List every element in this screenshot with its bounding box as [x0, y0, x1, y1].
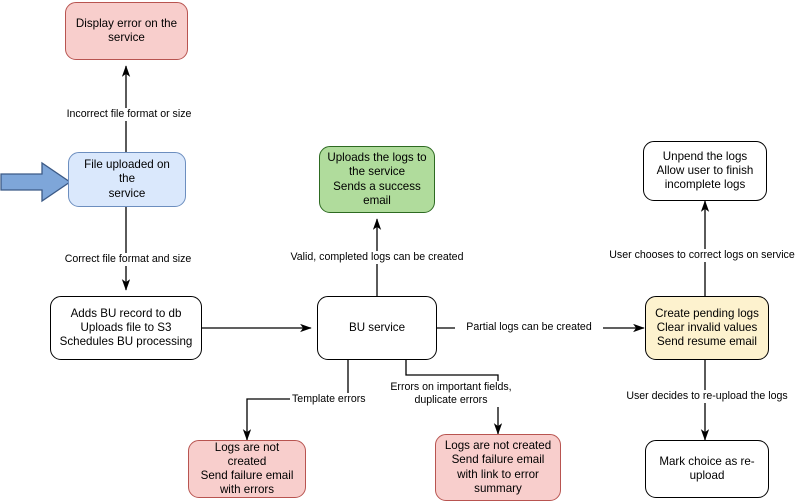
edge-label-valid-complete: Valid, completed logs can be created: [280, 251, 474, 264]
node-unpend-logs[interactable]: Unpend the logs Allow user to finish inc…: [643, 141, 767, 201]
edge-label-correct-format: Correct file format and size: [55, 253, 201, 266]
edge-label-user-corrects: User chooses to correct logs on service: [599, 249, 801, 262]
node-display-error[interactable]: Display error on the service: [65, 2, 188, 60]
edge-label-template-errors: Template errors: [290, 393, 376, 406]
node-uploads-logs[interactable]: Uploads the logs to the service Sends a …: [319, 146, 435, 213]
node-logs-not-created-errors[interactable]: Logs are not created Send failure email …: [188, 440, 306, 498]
entry-arrow-icon: [0, 161, 72, 203]
node-bu-service[interactable]: BU service: [317, 296, 437, 360]
node-file-uploaded[interactable]: File uploaded on the service: [68, 152, 186, 207]
node-mark-choice[interactable]: Mark choice as re- upload: [645, 440, 769, 498]
node-adds-bu-record[interactable]: Adds BU record to db Uploads file to S3 …: [50, 296, 202, 360]
edge-label-incorrect-format: Incorrect file format or size: [54, 108, 204, 121]
edge-label-user-reuploads: User decides to re-upload the logs: [613, 390, 801, 403]
node-create-pending-logs[interactable]: Create pending logs Clear invalid values…: [645, 296, 769, 360]
edge-label-important-errors: Errors on important fields, duplicate er…: [387, 381, 515, 407]
node-logs-not-created-summary[interactable]: Logs are not created Send failure email …: [435, 434, 561, 501]
edge-label-partial-logs: Partial logs can be created: [455, 321, 603, 334]
